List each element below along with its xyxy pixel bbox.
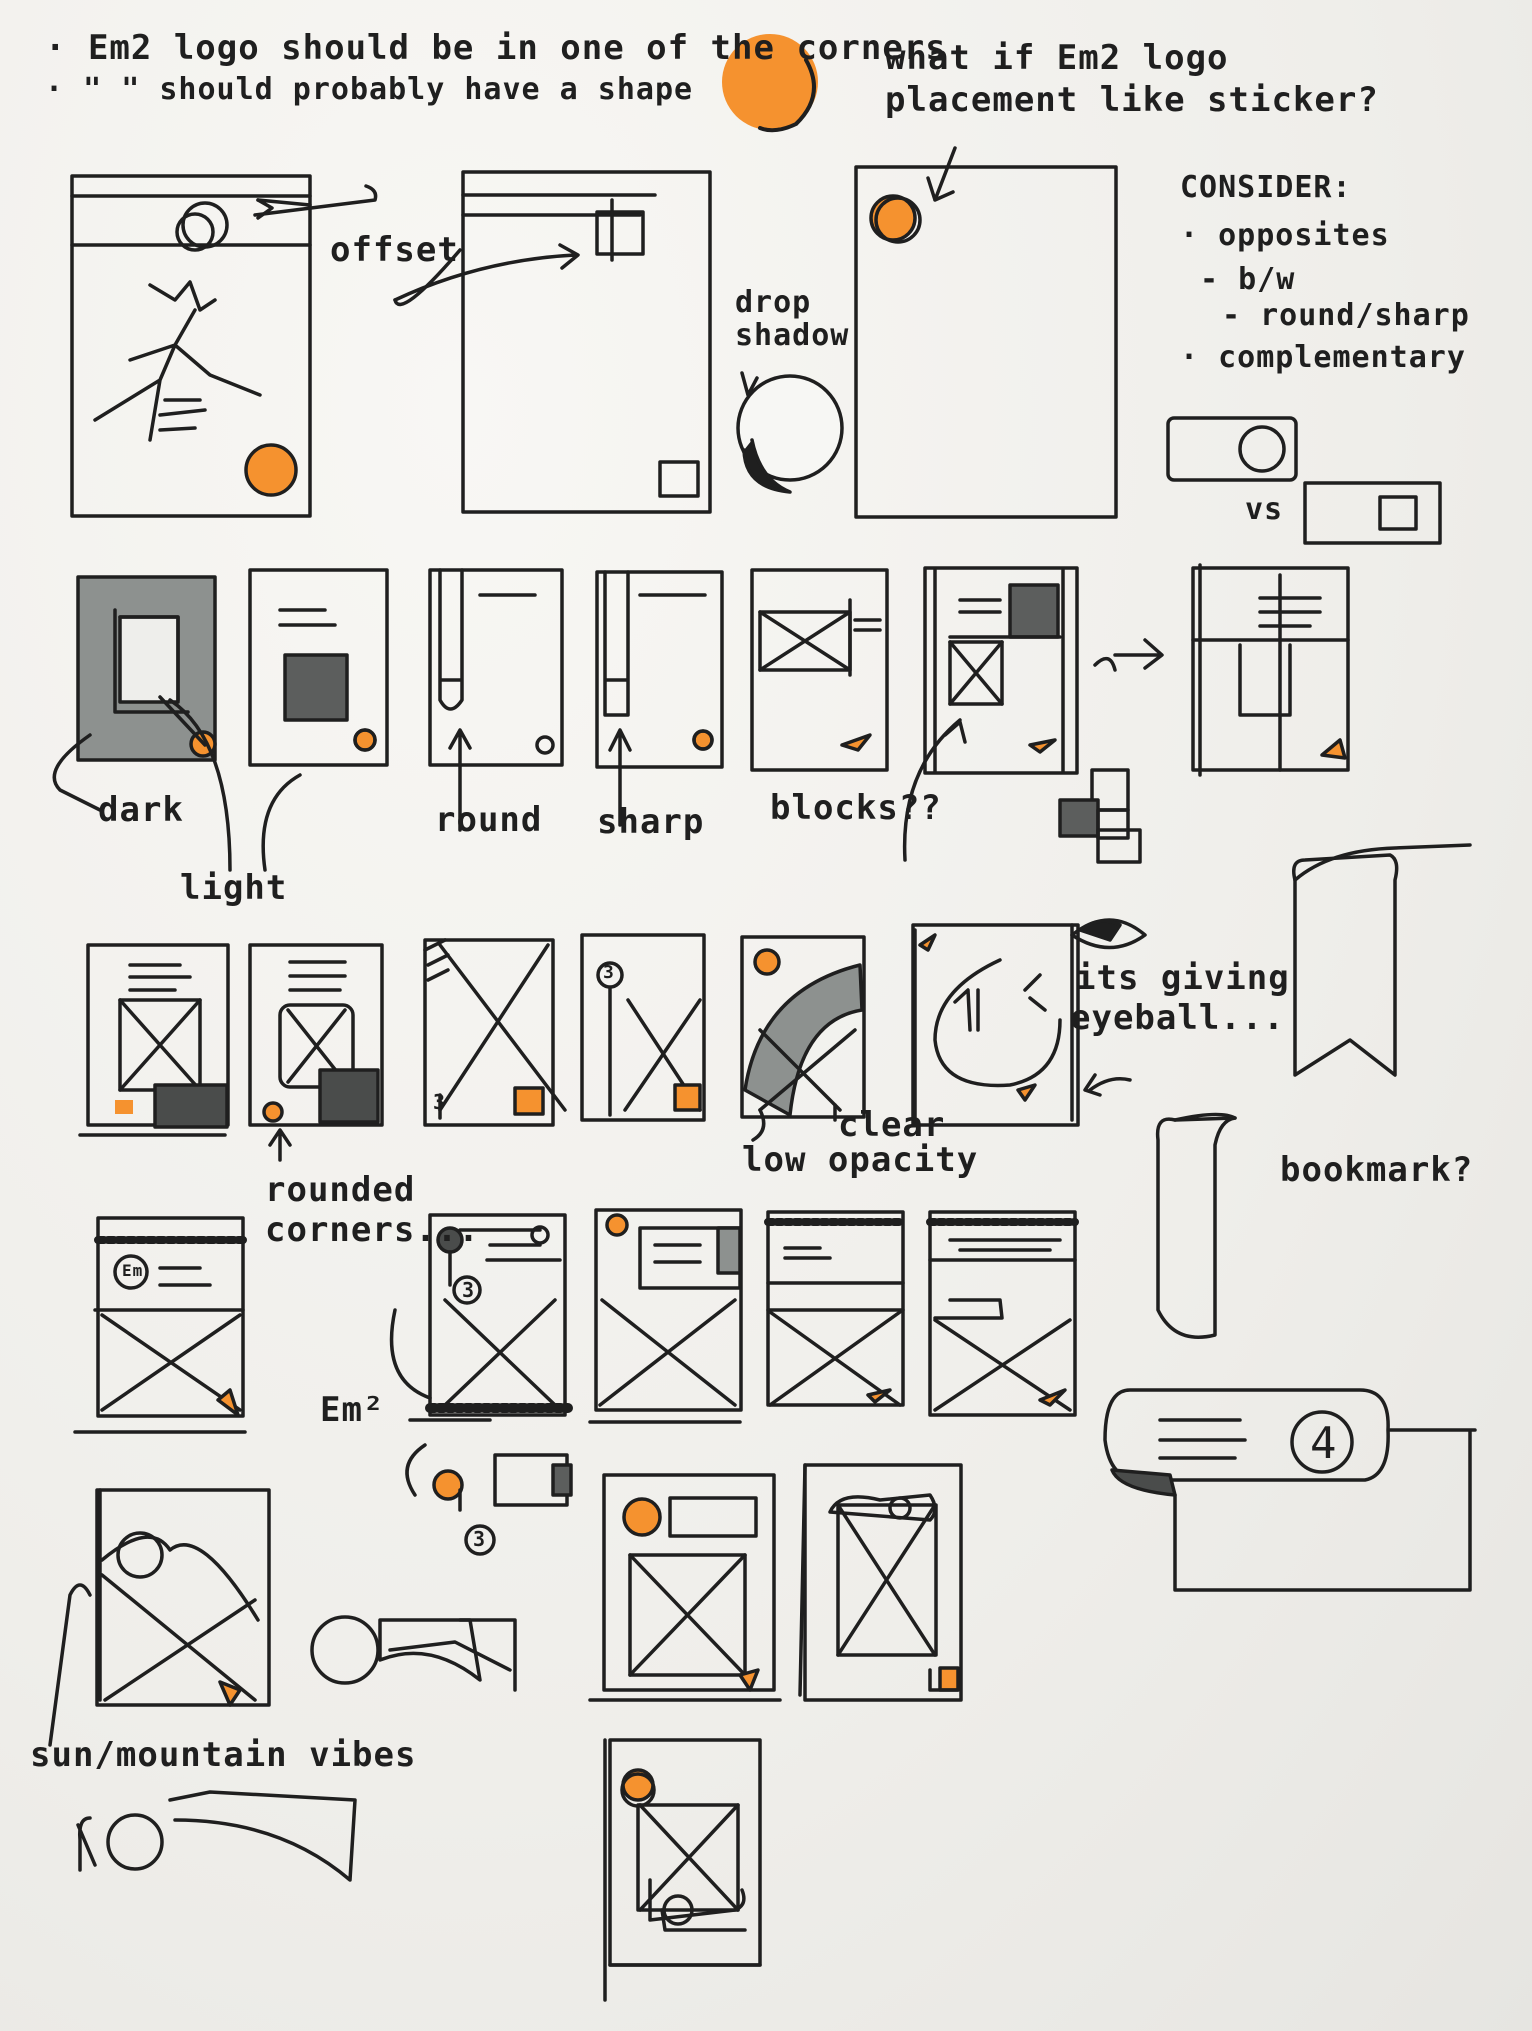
note-eyeball-2: eyeball... (1070, 998, 1285, 1038)
row2-arrows (52, 698, 967, 872)
sketch-card-3 (854, 146, 1118, 519)
note-round: round (435, 800, 543, 840)
note-drop-shadow-2: shadow (735, 318, 850, 353)
sun-mountain-shapes (310, 1615, 517, 1692)
note-light: light (180, 868, 288, 908)
note-eyeball-1: its giving (1075, 958, 1290, 998)
frame-r3-2 (248, 943, 384, 1127)
note-offset: offset (330, 230, 459, 270)
bookmark-ribbon (1292, 843, 1472, 1077)
note-dark: dark (98, 790, 184, 830)
note-consider-title: CONSIDER: (1180, 170, 1352, 205)
number-tag-4 (1103, 1388, 1477, 1592)
bookmark-tube (1155, 1112, 1237, 1339)
r3-arrows (268, 1103, 837, 1162)
note-bookmark: bookmark? (1280, 1150, 1474, 1190)
drop-shadow-circle (736, 371, 844, 494)
em-badge-label: Em (122, 1261, 144, 1280)
note-drop-shadow-1: drop (735, 285, 812, 320)
frame-round (428, 568, 564, 767)
frame-r4-3 (588, 1208, 743, 1424)
blocks-cluster (1058, 768, 1142, 864)
frame-r4-4 (764, 1210, 907, 1407)
note-consider-2: - b/w (1200, 262, 1296, 297)
note-sun-mountain: sun/mountain vibes (30, 1735, 417, 1775)
number-3-label-c: 3 (433, 1090, 447, 1114)
frame-sun-mountain (48, 1488, 271, 1747)
frame-blocks-2 (923, 566, 1079, 775)
frame-r6 (603, 1738, 762, 2002)
frame-r4-1 (73, 1216, 247, 1434)
arrow-to-frame (1093, 638, 1164, 672)
note-clear: clear (838, 1105, 946, 1145)
frame-dark (76, 575, 217, 762)
note-consider-1: · opposites (1180, 218, 1390, 253)
note-top-right-2: placement like sticker? (885, 80, 1379, 120)
frame-r5-3 (798, 1463, 963, 1702)
logo-circle-top (722, 34, 818, 133)
frame-sharp (595, 570, 724, 769)
number-3-label-d: 3 (473, 1527, 487, 1551)
note-em2: Em² (320, 1390, 385, 1430)
note-top-2: · " " should probably have a shape (45, 72, 694, 107)
frame-blocks (750, 568, 889, 772)
frame-r3-5 (740, 935, 866, 1119)
sketch-card-1 (70, 174, 312, 518)
note-rounded-1: rounded (265, 1170, 416, 1210)
note-rounded-2: corners... (265, 1210, 480, 1250)
frame-r3-4 (580, 933, 706, 1122)
note-top-1: · Em2 logo should be in one of the corne… (45, 28, 947, 68)
frame-r3-1 (78, 943, 230, 1137)
frame-light (248, 568, 389, 767)
note-vs: vs (1245, 492, 1284, 527)
toggle-square (1303, 481, 1442, 545)
frame-r4-2 (425, 1213, 573, 1417)
toggle-round (1166, 416, 1298, 482)
sketch-card-2 (461, 170, 712, 514)
em2-callout (389, 1308, 573, 1556)
note-low-opacity: low opacity (742, 1140, 979, 1180)
frame-r3-3 (423, 938, 567, 1127)
note-top-right-1: what if Em2 logo (885, 38, 1229, 78)
note-consider-4: · complementary (1180, 340, 1466, 375)
frame-r3-6 (911, 923, 1080, 1127)
note-consider-3: - round/sharp (1222, 298, 1470, 333)
note-blocks: blocks?? (770, 788, 942, 828)
number-4-label: 4 (1310, 1418, 1338, 1469)
note-sharp: sharp (597, 802, 705, 842)
offset-arrows (253, 184, 580, 307)
frame-blocks-3 (1191, 563, 1350, 777)
number-3-label-a: 3 (462, 1278, 476, 1302)
eyeball-icon (1070, 918, 1147, 1097)
number-3-label-b: 3 (603, 962, 615, 983)
frame-r4-5 (926, 1210, 1079, 1417)
sun-mountain-2 (76, 1790, 357, 1882)
frame-r5-2 (588, 1473, 782, 1702)
